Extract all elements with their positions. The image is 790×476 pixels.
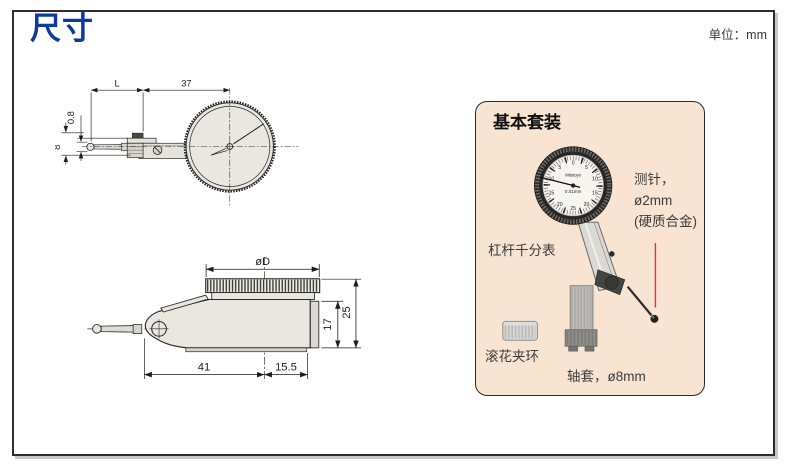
stylus-label-line1: 测针， <box>634 172 675 187</box>
stylus-ball <box>86 142 95 151</box>
stylus-label-line2: ø2mm <box>634 193 673 208</box>
dim-label-l: L <box>115 79 120 89</box>
stem-label: 轴套，ø8mm <box>567 369 646 384</box>
stylus-label: 测针， ø2mm (硬质合金) <box>634 169 697 232</box>
svg-text:15: 15 <box>592 190 598 196</box>
svg-text:20: 20 <box>584 202 590 208</box>
page-title: 尺寸 <box>30 11 94 46</box>
indicator-label: 杠杆千分表 <box>488 243 556 258</box>
dial-numbers: 0 5 10 15 20 25 5 10 15 20 <box>549 161 598 213</box>
side-view-body <box>86 132 187 159</box>
dim-label-41: 41 <box>198 361 210 373</box>
svg-text:10: 10 <box>592 176 598 182</box>
dim-label-15-5: 15.5 <box>275 361 297 373</box>
dial-face: 0 5 10 15 20 25 5 10 15 20 Mitutoyo 0.01… <box>533 146 613 225</box>
top-view-body <box>92 278 321 353</box>
svg-text:15: 15 <box>549 190 555 196</box>
svg-text:5: 5 <box>585 165 588 171</box>
stem-image <box>564 285 598 352</box>
dim-label-17: 17 <box>322 318 334 330</box>
dial-graduation: 0.01mm <box>565 189 582 194</box>
stylus-label-line3: (硬质合金) <box>634 214 697 229</box>
dim-label-25: 25 <box>341 306 353 318</box>
svg-text:20: 20 <box>557 202 563 208</box>
unit-label: 单位：mm <box>708 28 767 42</box>
stylus-ball <box>92 324 102 334</box>
svg-text:0: 0 <box>572 161 575 167</box>
svg-text:5: 5 <box>558 165 561 171</box>
side-view-dimensions <box>61 87 230 165</box>
svg-text:10: 10 <box>549 176 555 182</box>
svg-text:25: 25 <box>570 206 576 212</box>
dim-label-8: 8 <box>55 145 62 150</box>
dim-label-37: 37 <box>181 79 191 89</box>
side-view-drawing: L 37 0.8 8 <box>55 79 299 207</box>
needle <box>233 123 265 145</box>
dial-brand: Mitutoyo <box>565 173 581 178</box>
top-view-dimensions <box>144 264 362 379</box>
photo-stylus <box>626 285 653 317</box>
dim-label-0-8: 0.8 <box>66 111 76 124</box>
top-view-drawing: øD 25 17 41 15.5 <box>87 256 362 382</box>
kit-panel-graphics: 0 5 10 15 20 25 5 10 15 20 Mitutoyo 0.01… <box>502 146 659 352</box>
kit-panel-title: 基本套装 <box>493 113 561 132</box>
dial-needle <box>539 176 574 187</box>
kit-panel: 0 5 10 15 20 25 5 10 15 20 Mitutoyo 0.01… <box>475 101 705 396</box>
dim-label-diameter: øD <box>255 256 270 268</box>
indicator-photo: 0 5 10 15 20 25 5 10 15 20 Mitutoyo 0.01… <box>533 146 659 323</box>
centerlines <box>81 88 299 207</box>
clamp-ring-label: 滚花夹环 <box>485 349 539 364</box>
clamp-ring-image <box>502 320 538 341</box>
